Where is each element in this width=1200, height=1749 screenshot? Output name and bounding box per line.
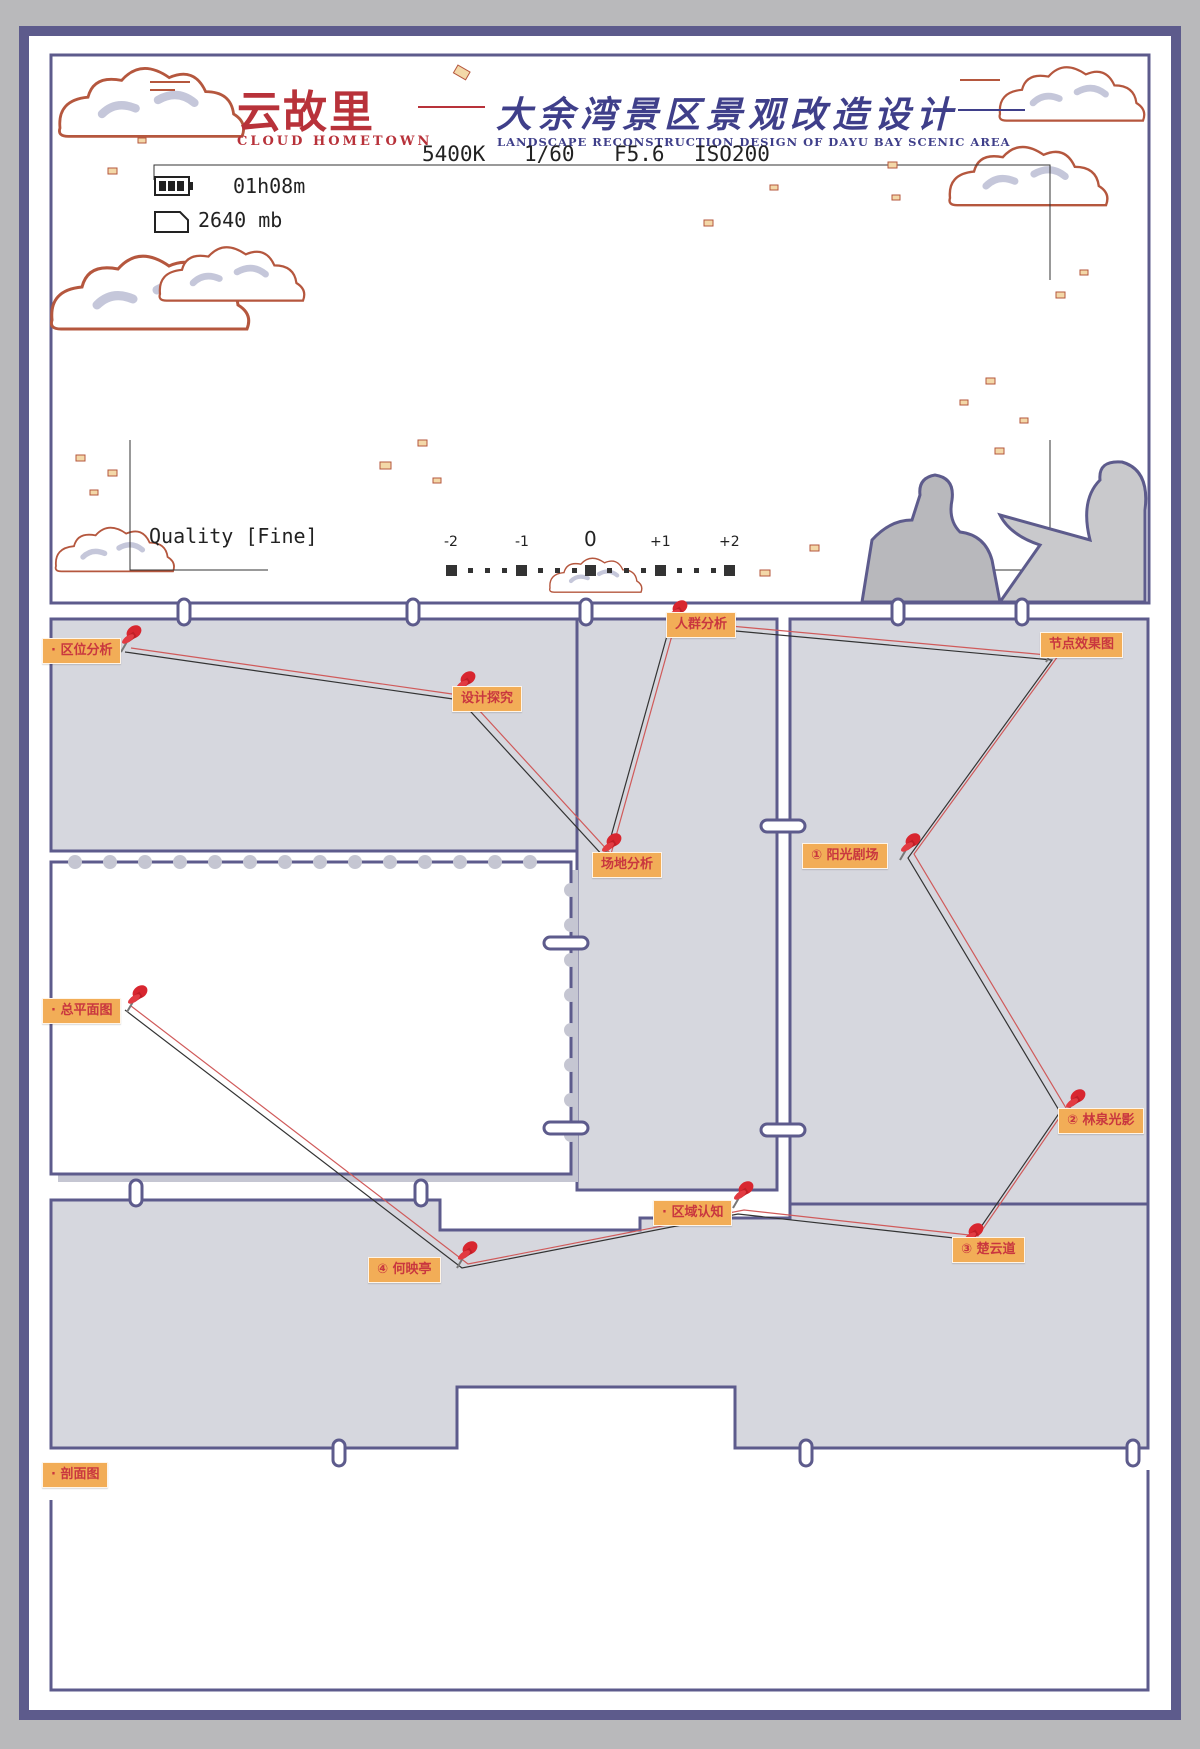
- tag-site-analysis[interactable]: 场地分析: [592, 852, 663, 878]
- exposure-scale-zero: 0: [584, 527, 597, 551]
- tag-chu-cloud-road[interactable]: ③ 楚云道: [952, 1237, 1025, 1263]
- aperture-readout: F5.6: [614, 142, 665, 166]
- battery-time: 01h08m: [233, 174, 306, 198]
- shutter-readout: 1/60: [524, 142, 575, 166]
- tag-node-effect[interactable]: 节点效果图: [1040, 632, 1124, 658]
- tag-crowd-analysis[interactable]: 人群分析: [666, 612, 737, 638]
- exposure-scale-plus2: +2: [719, 534, 740, 550]
- project-brand-title: 云故里: [237, 87, 375, 138]
- white-balance-readout: 5400K: [422, 142, 486, 166]
- iso-readout: ISO200: [694, 142, 770, 166]
- tag-heying-pavilion[interactable]: ④ 何映亭: [368, 1257, 441, 1283]
- exposure-scale-minus2: -2: [444, 534, 458, 550]
- exposure-scale-plus1: +1: [650, 534, 671, 550]
- project-title: 大余湾景区景观改造设计: [496, 94, 959, 136]
- tag-location-analysis[interactable]: · 区位分析: [42, 638, 122, 664]
- storage-readout: 2640 mb: [198, 208, 283, 232]
- tag-sunshine-theatre[interactable]: ① 阳光剧场: [802, 843, 888, 869]
- tag-section[interactable]: · 剖面图: [42, 1462, 109, 1488]
- exposure-scale-minus1: -1: [515, 534, 529, 550]
- project-title-en: LANDSCAPE RECONSTRUCTION DESIGN OF DAYU …: [497, 135, 1011, 149]
- project-brand-subtitle: CLOUD HOMETOWN: [237, 134, 433, 149]
- tag-design-exploration[interactable]: 设计探究: [452, 686, 523, 712]
- tag-regional-cognition[interactable]: · 区域认知: [653, 1200, 733, 1226]
- quality-readout: Quality [Fine]: [149, 524, 318, 548]
- tag-forest-spring[interactable]: ② 林泉光影: [1058, 1108, 1144, 1134]
- tag-master-plan[interactable]: · 总平面图: [42, 998, 122, 1024]
